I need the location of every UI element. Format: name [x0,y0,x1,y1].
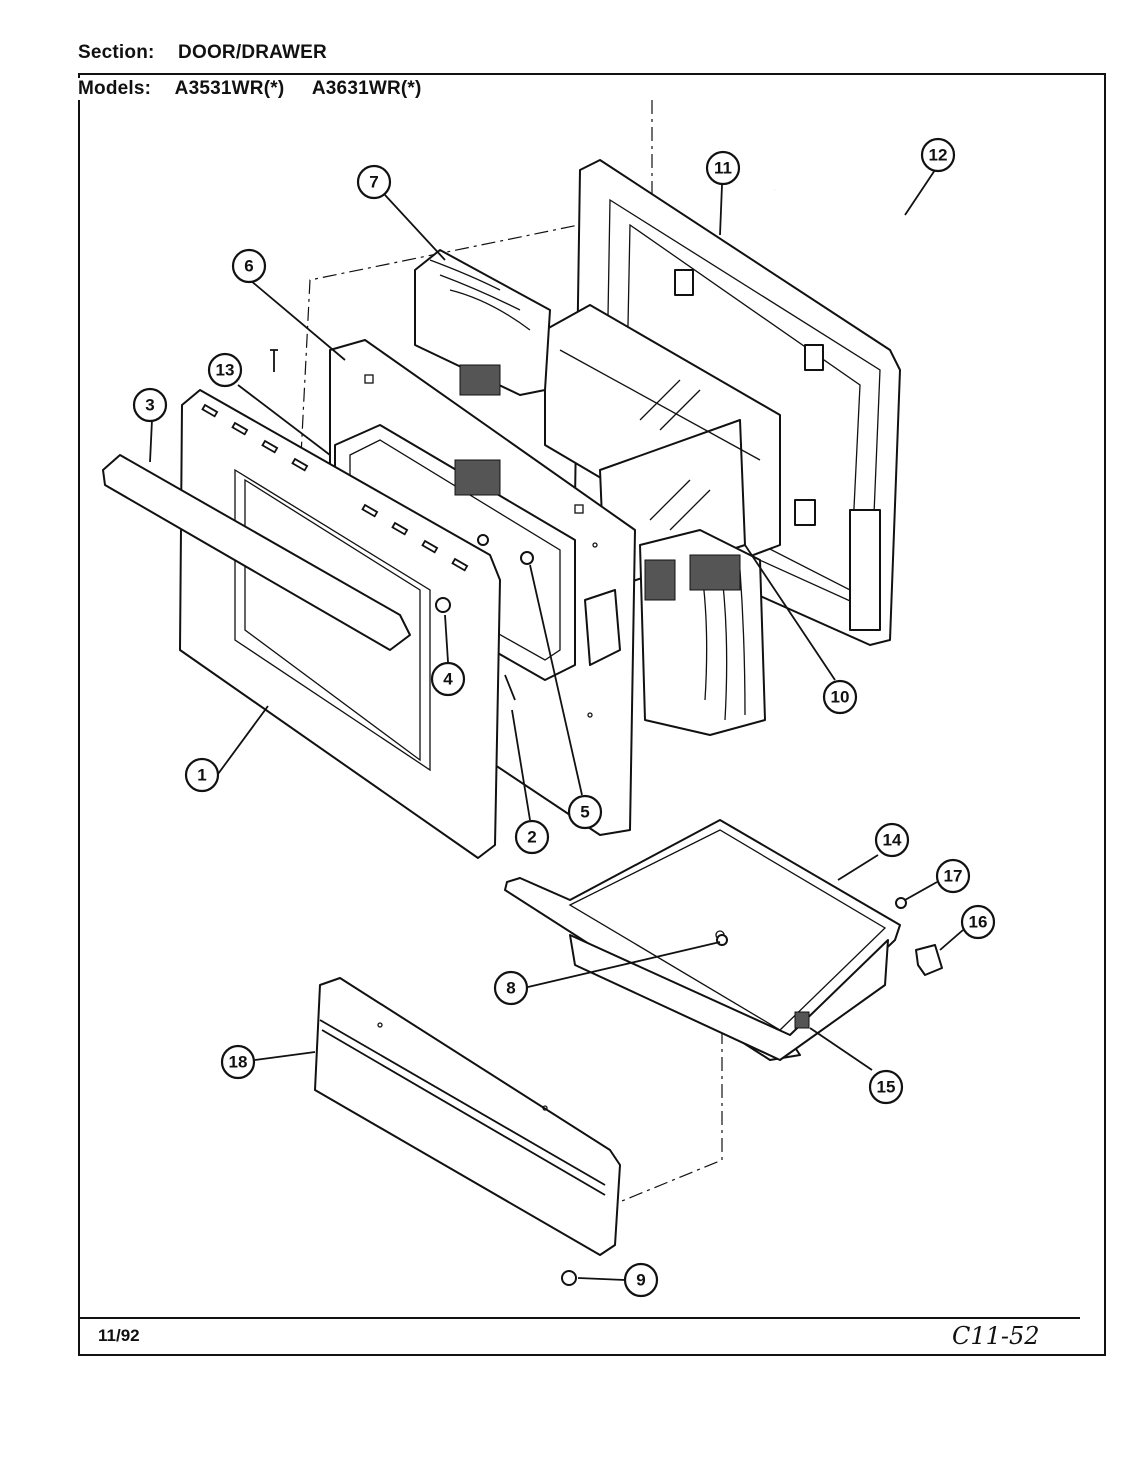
part-14-drawer-body [504,819,901,1061]
model-1: A3531WR(*) [174,78,285,99]
callout-7: 7 [356,164,392,200]
callout-label: 11 [714,159,732,178]
callout-4: 4 [430,661,466,697]
part-1-outer-door [179,389,501,859]
model-2: A3631WR(*) [311,78,422,99]
callout-5: 5 [567,794,603,830]
door-vent-slots [201,403,469,572]
callout-11: 11 [705,150,741,186]
callout-label: 3 [145,396,154,415]
callout-18: 18 [220,1044,256,1080]
part-8-screw [716,934,728,946]
callout-8: 8 [493,970,529,1006]
callout-label: 12 [929,146,948,165]
callout-3: 3 [132,387,168,423]
screw-top [270,349,278,372]
callout-label: 4 [443,670,453,689]
part-16-clip [915,944,943,976]
callout-6: 6 [231,248,267,284]
models-label: Models: [78,78,152,99]
assembly-line-drawer [599,1030,723,1211]
callout-10: 10 [822,679,858,715]
callout-label: 14 [883,831,902,850]
callout-label: 5 [580,803,589,822]
callout-label: 1 [197,766,206,785]
section-heading: Section: DOOR/DRAWER [78,42,327,64]
callout-label: 10 [831,688,850,707]
callout-label: 15 [877,1078,896,1097]
part-9-bumper [561,1270,577,1286]
callout-label: 17 [944,867,963,886]
page-code: C11-52 [952,1322,1040,1350]
callout-label: 13 [216,361,235,380]
callout-14: 14 [874,822,910,858]
callout-label: 9 [636,1271,645,1290]
callout-label: 7 [369,173,378,192]
callout-label: 2 [527,828,536,847]
callout-9: 9 [623,1262,659,1298]
part-17-screw [895,897,907,909]
callout-label: 6 [244,257,253,276]
leader-lines [149,169,964,1281]
part-18-drawer-front [314,977,621,1256]
callout-label: 8 [506,979,515,998]
assembly-line-top [299,100,653,476]
diagram-frame [78,73,1106,1356]
section-label: Section: [78,42,155,63]
section-value: DOOR/DRAWER [178,42,327,63]
callout-15: 15 [868,1069,904,1105]
part-7-insulation [414,249,766,736]
callout-2: 2 [514,819,550,855]
callout-1: 1 [184,757,220,793]
part-3-door-handle [102,454,411,651]
callout-12: 12 [920,137,956,173]
footer-divider [80,1317,1080,1319]
screw-hinge [477,534,489,546]
callout-16: 16 [960,904,996,940]
callout-label: 18 [229,1053,248,1072]
callout-13: 13 [207,352,243,388]
part-5-screw [520,551,534,565]
revision-date: 11/92 [98,1326,140,1345]
callout-17: 17 [935,858,971,894]
callout-label: 16 [969,913,988,932]
models-heading: Models: A3531WR(*) A3631WR(*) [78,78,426,100]
